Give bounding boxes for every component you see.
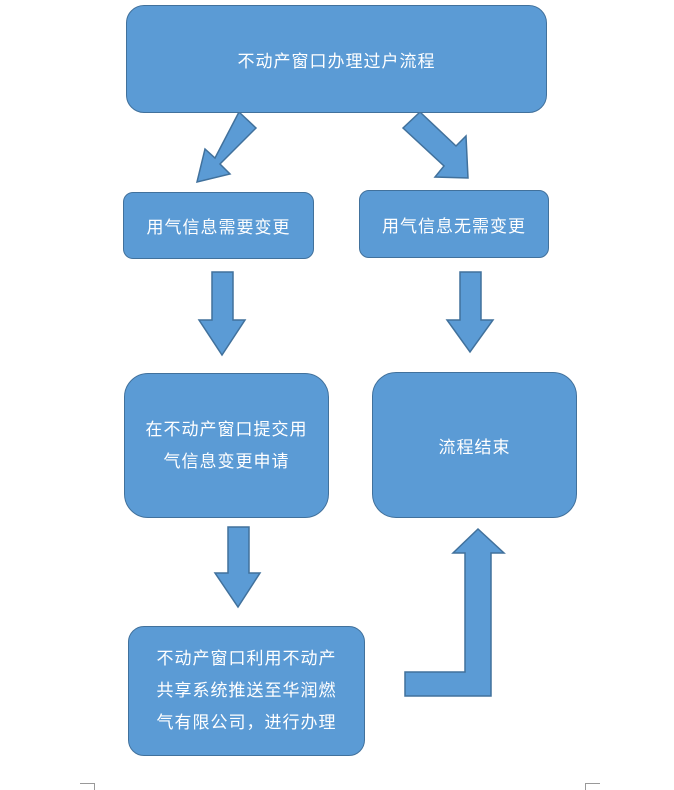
push-line-3: 气有限公司，进行办理 bbox=[156, 713, 337, 733]
title-box-text: 不动产窗口办理过户流程 bbox=[237, 51, 436, 72]
end-box: 流程结束 bbox=[372, 372, 577, 518]
submit-box: 在不动产窗口提交用 气信息变更申请 bbox=[124, 373, 329, 518]
crop-mark-right bbox=[585, 783, 600, 790]
arrow-push-to-end bbox=[404, 527, 506, 697]
submit-line-2: 气信息变更申请 bbox=[163, 451, 290, 472]
right-branch-box: 用气信息无需变更 bbox=[359, 190, 549, 258]
push-line-2: 共享系统推送至华润燃 bbox=[156, 681, 337, 701]
arrow-to-left-branch bbox=[195, 110, 258, 184]
arrow-to-end bbox=[445, 271, 495, 354]
right-branch-text: 用气信息无需变更 bbox=[382, 216, 526, 237]
arrow-to-right-branch bbox=[401, 110, 469, 179]
arrow-to-push bbox=[213, 526, 262, 609]
submit-line-1: 在不动产窗口提交用 bbox=[145, 419, 308, 440]
left-branch-box: 用气信息需要变更 bbox=[123, 192, 314, 259]
crop-mark-left bbox=[80, 783, 95, 790]
push-box: 不动产窗口利用不动产 共享系统推送至华润燃 气有限公司，进行办理 bbox=[128, 626, 365, 756]
arrow-to-submit bbox=[197, 271, 247, 357]
title-box: 不动产窗口办理过户流程 bbox=[126, 5, 547, 113]
push-line-1: 不动产窗口利用不动产 bbox=[156, 649, 337, 669]
left-branch-text: 用气信息需要变更 bbox=[146, 218, 291, 238]
end-box-text: 流程结束 bbox=[438, 437, 511, 458]
